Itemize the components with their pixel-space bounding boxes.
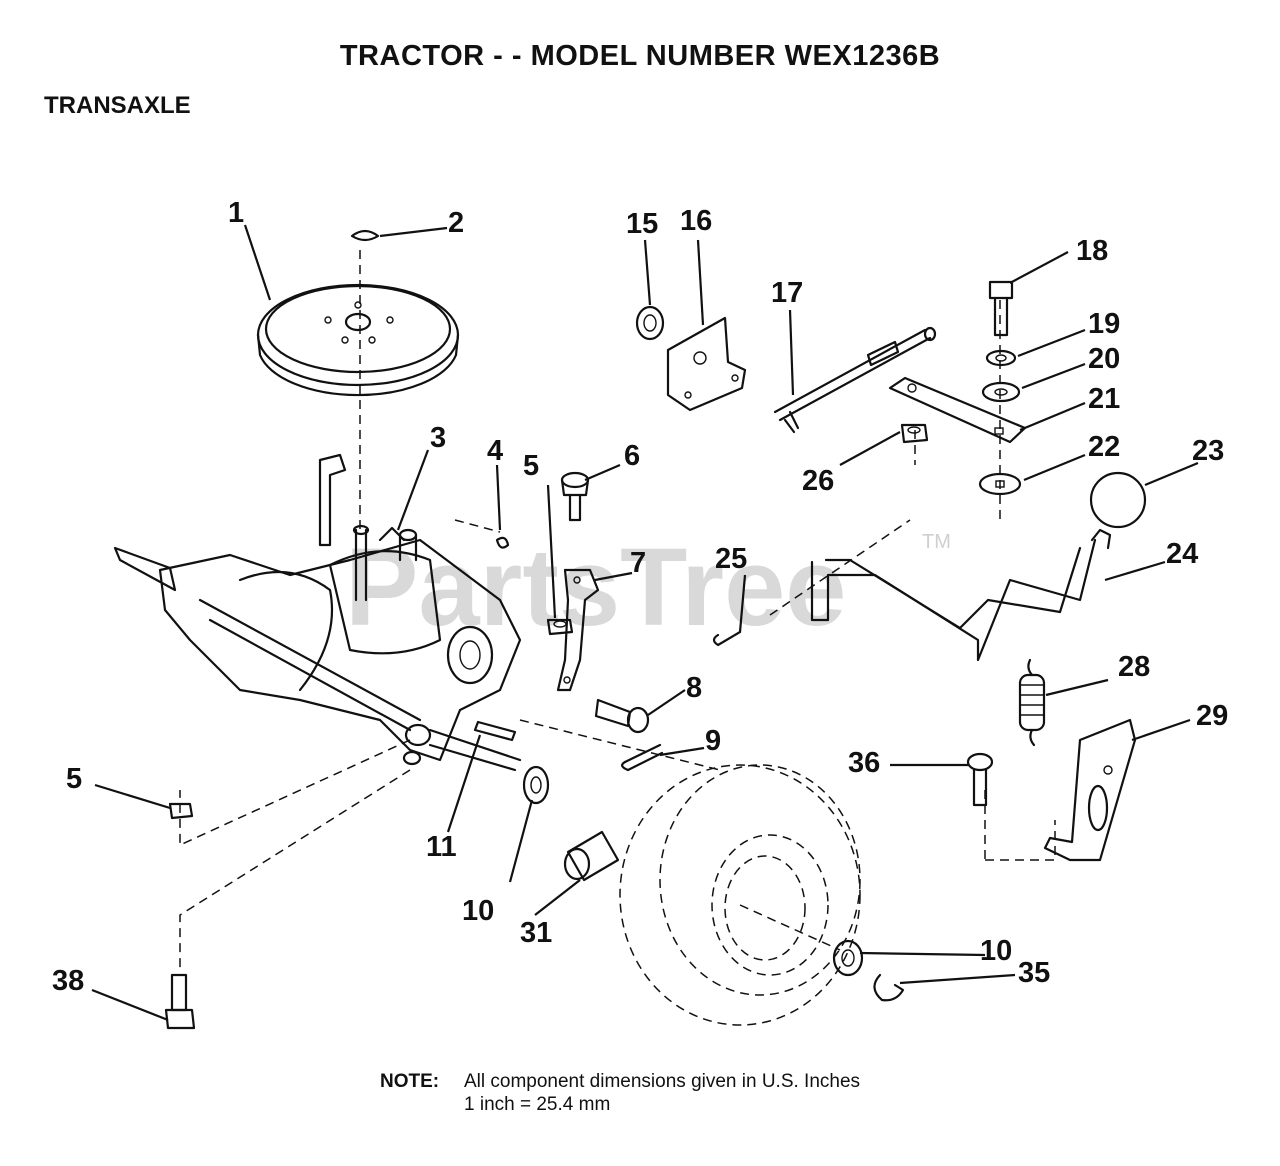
callout-3[interactable]: 3 — [430, 422, 446, 454]
key-part-2[interactable] — [350, 229, 380, 242]
trademark-mark: TM — [922, 531, 951, 553]
bolt-part-18[interactable] — [988, 280, 1014, 337]
bolt-part-8[interactable] — [594, 698, 650, 734]
callout-5-lower[interactable]: 5 — [66, 763, 82, 795]
knob-part-23[interactable] — [1089, 471, 1147, 529]
lever-part-24[interactable] — [810, 528, 1112, 662]
note-block: NOTE: All component dimensions given in … — [380, 1070, 860, 1115]
cotter-pin-part-25[interactable] — [712, 630, 742, 647]
callout-26[interactable]: 26 — [802, 465, 834, 497]
callout-19[interactable]: 19 — [1088, 308, 1120, 340]
callout-6[interactable]: 6 — [624, 440, 640, 472]
callout-28[interactable]: 28 — [1118, 651, 1150, 683]
callout-36[interactable]: 36 — [848, 747, 880, 779]
callout-18[interactable]: 18 — [1076, 235, 1108, 267]
callout-4[interactable]: 4 — [487, 435, 503, 467]
callout-15[interactable]: 15 — [626, 208, 658, 240]
callout-8[interactable]: 8 — [686, 672, 702, 704]
callout-10[interactable]: 10 — [462, 895, 494, 927]
transaxle-assembly[interactable] — [113, 453, 522, 772]
callout-25[interactable]: 25 — [715, 543, 747, 575]
note-line-1: All component dimensions given in U.S. I… — [464, 1071, 861, 1092]
shift-arm-part-3[interactable] — [378, 526, 406, 542]
page-title: TRACTOR - - MODEL NUMBER WEX1236B — [339, 40, 941, 72]
bracket-part-29[interactable] — [1043, 718, 1137, 862]
callout-7[interactable]: 7 — [630, 547, 646, 579]
spring-part-9[interactable] — [621, 743, 664, 772]
callout-22[interactable]: 22 — [1088, 431, 1120, 463]
washer-part-15[interactable] — [635, 305, 665, 341]
washer-part-10[interactable] — [522, 765, 550, 805]
callout-numbers: 1 2 3 4 5 6 7 8 9 10 11 5 15 16 17 18 19… — [52, 197, 1228, 997]
callout-16[interactable]: 16 — [680, 205, 712, 237]
spacer-part-31[interactable] — [563, 830, 620, 882]
callout-20[interactable]: 20 — [1088, 343, 1120, 375]
retaining-clip-part-35[interactable] — [873, 973, 905, 1002]
screw-part-36[interactable] — [966, 752, 994, 807]
note-line-2: 1 inch = 25.4 mm — [464, 1094, 611, 1115]
bracket-part-7[interactable] — [556, 568, 600, 692]
washer-part-10-outer[interactable] — [832, 939, 864, 977]
callout-10-outer[interactable]: 10 — [980, 935, 1012, 967]
nut-part-26[interactable] — [900, 423, 929, 444]
callout-29[interactable]: 29 — [1196, 700, 1228, 732]
note-label: NOTE: — [380, 1071, 440, 1092]
callout-5[interactable]: 5 — [523, 450, 539, 482]
partstree-watermark: PartsTree — [345, 526, 846, 649]
washer-part-22[interactable] — [978, 472, 1022, 496]
callout-35[interactable]: 35 — [1018, 957, 1050, 989]
callout-17[interactable]: 17 — [771, 277, 803, 309]
section-title: TRANSAXLE — [44, 92, 191, 119]
washer-part-20[interactable] — [981, 381, 1021, 403]
callout-38[interactable]: 38 — [52, 965, 84, 997]
key-part-4[interactable] — [495, 536, 510, 549]
callout-21[interactable]: 21 — [1088, 383, 1120, 415]
callout-leader-lines — [91, 224, 1199, 1022]
spring-part-28[interactable] — [1018, 658, 1046, 747]
note-lines: All component dimensions given in U.S. I… — [464, 1070, 860, 1116]
lock-washer-part-19[interactable] — [985, 349, 1017, 367]
key-part-11[interactable] — [473, 720, 517, 742]
bolt-part-38[interactable] — [164, 973, 196, 1030]
tire-wheel[interactable] — [619, 764, 861, 1026]
callout-1[interactable]: 1 — [228, 197, 244, 229]
callout-23[interactable]: 23 — [1192, 435, 1224, 467]
callout-31[interactable]: 31 — [520, 917, 552, 949]
callout-11[interactable]: 11 — [426, 831, 457, 863]
callout-9[interactable]: 9 — [705, 725, 721, 757]
pulley-part-1[interactable] — [256, 283, 460, 397]
assembly-guide-lines — [179, 250, 1056, 970]
bolt-part-6[interactable] — [560, 471, 590, 522]
callout-2[interactable]: 2 — [448, 207, 464, 239]
linkage-rod-part-17[interactable] — [773, 326, 937, 434]
bracket-part-16[interactable] — [666, 316, 747, 412]
callout-24[interactable]: 24 — [1166, 538, 1198, 570]
nut-part-5-lower[interactable] — [168, 802, 194, 820]
